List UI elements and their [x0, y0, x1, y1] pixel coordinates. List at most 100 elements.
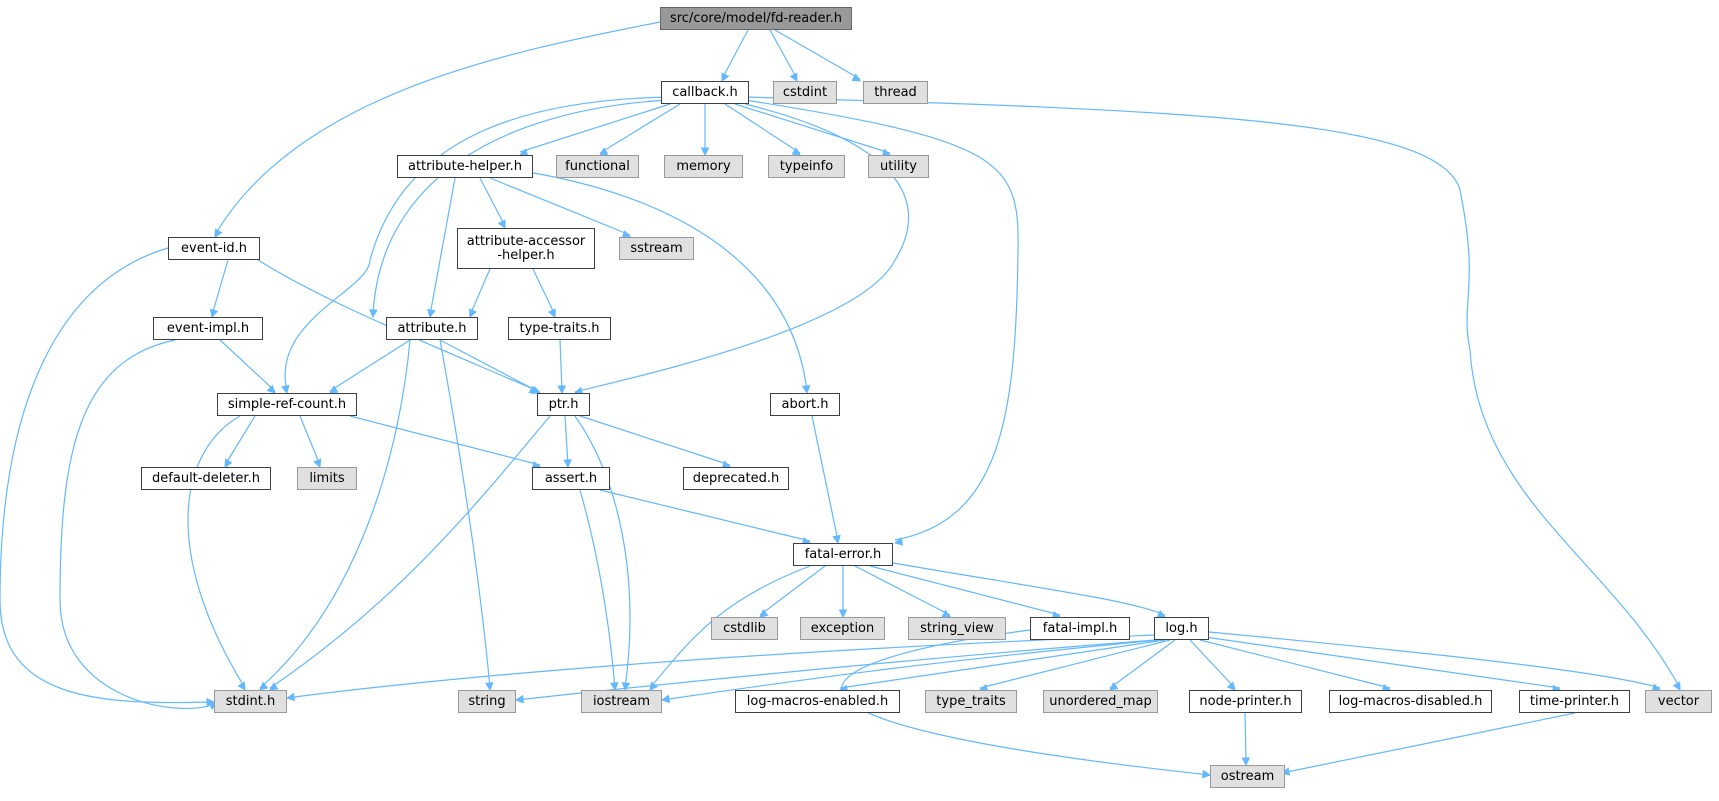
node-deprecated-h[interactable]: deprecated.h — [683, 467, 789, 490]
dependency-edge — [1281, 712, 1576, 774]
dependency-edge — [429, 177, 456, 316]
dependency-edge — [1199, 639, 1391, 689]
edge-arrowhead — [547, 308, 556, 319]
dependency-edge — [284, 96, 671, 392]
dependency-edge — [519, 103, 671, 153]
edge-arrowhead — [621, 681, 631, 692]
node-abort-h[interactable]: abort.h — [770, 393, 840, 416]
node-type-traits: type_traits — [925, 690, 1017, 713]
edge-arrowhead — [266, 384, 276, 394]
node-default-deleter-h[interactable]: default-deleter.h — [141, 467, 271, 490]
node-cstdint: cstdint — [773, 81, 837, 104]
edge-arrowhead — [832, 534, 841, 545]
node-ostream: ostream — [1210, 765, 1285, 788]
dependency-edge — [1204, 636, 1561, 689]
dependency-edge — [744, 99, 1019, 541]
dependency-edge — [219, 339, 276, 392]
edge-arrowhead — [557, 385, 567, 395]
node-string: string — [458, 690, 516, 713]
edge-arrowhead — [485, 682, 494, 692]
edge-arrowhead — [497, 219, 506, 229]
dependency-edge — [1189, 639, 1236, 689]
edge-arrowhead — [660, 694, 671, 704]
node-log-macros-disabled-h[interactable]: log-macros-disabled.h — [1329, 690, 1492, 713]
dependency-edge — [532, 268, 556, 316]
node-stdint-h: stdint.h — [214, 690, 287, 713]
edge-arrowhead — [269, 682, 279, 691]
edge-arrowhead — [759, 608, 769, 618]
edge-arrowhead — [893, 537, 904, 546]
dependency-edge — [854, 565, 951, 616]
node-vector: vector — [1645, 690, 1712, 713]
node-log-h[interactable]: log.h — [1154, 617, 1209, 640]
dependency-edge — [579, 489, 616, 689]
dependency-edge — [574, 415, 631, 689]
edge-arrowhead — [468, 308, 477, 319]
node-cstdlib: cstdlib — [711, 617, 778, 640]
node-assert-h[interactable]: assert.h — [532, 467, 610, 490]
node-attribute-helper-h[interactable]: attribute-helper.h — [397, 155, 533, 178]
node-utility: utility — [868, 155, 929, 178]
edge-arrowhead — [838, 609, 848, 619]
node-type-traits-h[interactable]: type-traits.h — [508, 317, 611, 340]
node-fatal-impl-h[interactable]: fatal-impl.h — [1030, 617, 1130, 640]
dependency-edge — [211, 259, 229, 316]
dependency-edge — [59, 339, 218, 709]
dependency-edge — [599, 103, 681, 154]
dependency-edge — [514, 169, 808, 392]
dependency-edge — [329, 339, 411, 392]
dependency-edge — [439, 339, 538, 392]
dependency-edge — [724, 103, 801, 154]
dependency-edge — [721, 29, 749, 80]
node-limits: limits — [297, 467, 357, 490]
edge-arrowhead — [851, 73, 861, 82]
dependency-edge — [811, 415, 839, 542]
node-attribute-accessor-helper-h[interactable]: attribute-accessor -helper.h — [457, 228, 595, 269]
node-event-id-h[interactable]: event-id.h — [168, 237, 260, 260]
edge-arrowhead — [1226, 681, 1236, 691]
dependency-edge — [349, 415, 541, 466]
node-fd-reader-root: src/core/model/fd-reader.h — [660, 7, 852, 30]
node-callback-h[interactable]: callback.h — [661, 81, 749, 104]
edge-arrowhead — [528, 385, 538, 394]
edge-arrowhead — [801, 385, 811, 395]
dependency-edge — [579, 415, 731, 466]
edge-arrowhead — [721, 72, 730, 82]
dependency-edge — [774, 29, 861, 80]
node-node-printer-h[interactable]: node-printer.h — [1189, 690, 1302, 713]
dependency-edge — [299, 415, 321, 466]
node-event-impl-h[interactable]: event-impl.h — [153, 317, 263, 340]
dependency-edge — [869, 565, 1061, 616]
dependency-edge — [734, 103, 891, 154]
edge-arrowhead — [259, 681, 269, 691]
edge-arrowhead — [514, 694, 524, 704]
edge-arrowhead — [427, 308, 436, 319]
node-sstream: sstream — [619, 237, 694, 260]
edge-arrowhead — [791, 147, 801, 156]
edge-arrowhead — [563, 459, 572, 469]
node-fatal-error-h[interactable]: fatal-error.h — [793, 543, 893, 566]
node-log-macros-enabled-h[interactable]: log-macros-enabled.h — [735, 690, 900, 713]
dependency-edge — [214, 21, 661, 236]
edge-arrowhead — [237, 681, 246, 691]
node-typeinfo: typeinfo — [768, 155, 845, 178]
dependency-edge — [1244, 712, 1247, 764]
dependency-edge — [744, 96, 1681, 689]
edge-arrowhead — [224, 458, 233, 468]
edge-arrowhead — [285, 692, 295, 702]
dependency-edge — [839, 639, 1166, 689]
node-attribute-h[interactable]: attribute.h — [386, 317, 478, 340]
dependency-edge — [599, 489, 811, 542]
node-time-printer-h[interactable]: time-printer.h — [1519, 690, 1630, 713]
dependency-edge — [286, 634, 1155, 699]
node-ptr-h[interactable]: ptr.h — [537, 393, 590, 416]
node-simple-ref-count-h[interactable]: simple-ref-count.h — [217, 393, 357, 416]
dependency-edge — [259, 339, 411, 689]
node-string-view: string_view — [908, 617, 1006, 640]
edge-arrowhead — [1202, 769, 1212, 779]
dependency-edge — [759, 565, 826, 616]
edge-arrowhead — [1672, 681, 1681, 691]
edge-arrowhead — [281, 384, 290, 395]
edge-arrowhead — [214, 228, 223, 238]
